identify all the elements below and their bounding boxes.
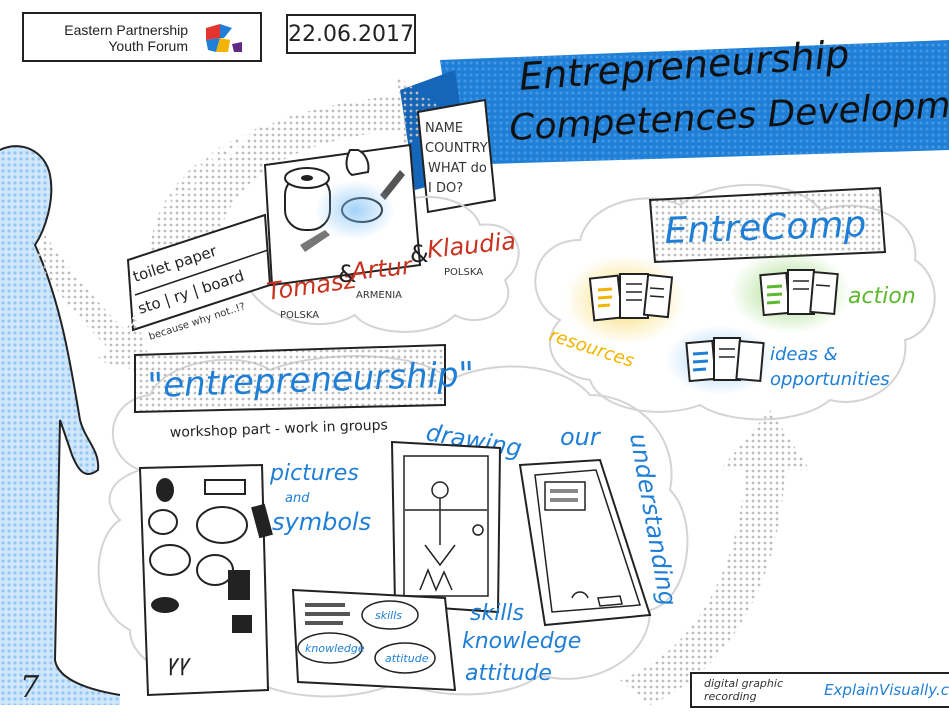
ideas-doc-icon [685,337,765,383]
presenter-amp-1: & [338,260,357,288]
page-number: 7 [20,670,40,705]
footer-credit: digital graphic recording ExplainVisuall… [690,672,949,708]
organizer-name: Eastern Partnership Youth Forum [38,22,188,54]
resources-doc-icon [588,273,674,322]
knowledge-label: knowledge [462,629,581,654]
our-label: our [560,423,602,451]
drawing-card-building [518,458,652,627]
skills-label: skills [470,601,524,626]
sign-line-4: I DO? [428,181,463,196]
pictures-card-glyph: ꝩꝩ [168,651,191,676]
organizer-name-line2: Youth Forum [108,38,188,54]
footer-credit-text: digital graphic recording [704,677,783,703]
presenter-country-3: POLSKA [444,267,483,278]
intro-sign: NAME COUNTRY WHAT do I DO? [416,98,497,214]
sign-line-1: NAME [425,121,463,136]
attitude-label: attitude [465,661,552,686]
pictures-label-line3: symbols [272,508,371,536]
bubble-skills-label: skills [375,609,402,622]
action-label: action [848,284,916,309]
workshop-cloud: "entrepreneurship" workshop part - work … [97,343,689,698]
footer-brand: ExplainVisually.c [824,681,949,699]
bubble-attitude-label: attitude [385,652,429,665]
workshop-subtitle: workshop part - work in groups [170,417,389,441]
organizer-logo: Eastern Partnership Youth Forum [22,12,262,62]
entrecomp-cloud: EntreComp resources [534,183,936,421]
pictures-label-line2: and [285,491,310,506]
event-date: 22.06.2017 [286,14,416,54]
bubble-knowledge-label: knowledge [305,642,365,655]
pictures-label-line1: pictures [269,461,359,486]
drawing-card-person [390,440,502,614]
presenter-name-2: Artur [348,252,415,287]
sign-line-2: COUNTRY [425,141,488,156]
presenter-country-1: POLSKA [280,310,319,321]
ideas-label-line2: opportunities [770,369,890,390]
action-doc-icon [759,269,839,317]
ideas-label-line1: ideas & [770,344,838,365]
sign-line-3: WHAT do [428,161,487,176]
presenter-name-3: Klaudia [426,227,517,264]
person-silhouette [0,145,121,705]
entrecomp-title: EntreComp [664,204,867,252]
pictures-card: ꝩꝩ [138,463,273,697]
skills-card: skills knowledge attitude [291,588,457,692]
presenter-country-2: ARMENIA [356,290,402,301]
toilet-paper-storyboard: toilet paper sto | ry | board because wh… [126,143,422,343]
organizer-name-line1: Eastern Partnership [64,22,188,38]
presenter-amp-2: & [410,240,429,268]
organizer-logo-icon [206,24,242,52]
